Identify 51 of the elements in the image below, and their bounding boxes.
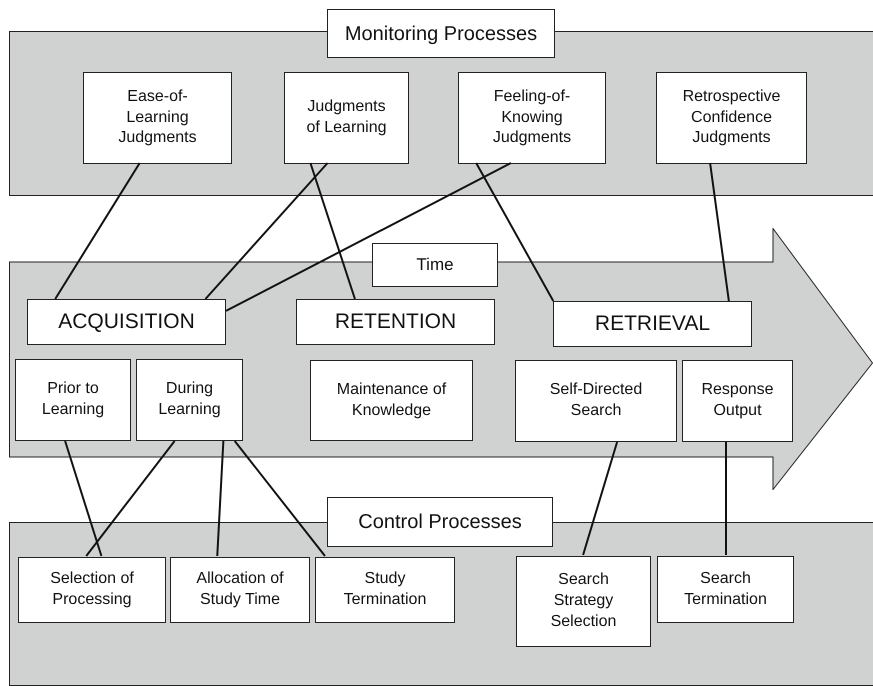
process-box	[15, 359, 131, 441]
box-label: ACQUISITION	[58, 308, 195, 335]
process-box	[657, 556, 794, 623]
box-label: RETENTION	[334, 308, 456, 335]
connector-line	[709, 162, 730, 302]
connector-line	[475, 162, 554, 302]
box-label: Selection of Processing	[49, 569, 135, 610]
connector-line	[64, 440, 102, 556]
stage-box	[553, 301, 752, 347]
process-box	[656, 72, 807, 164]
box-label: Response Output	[700, 380, 775, 421]
connector-line	[582, 442, 618, 556]
box-label: Monitoring Processes	[344, 22, 538, 46]
panel-heading-box	[327, 9, 555, 58]
box-label: Study Termination	[342, 569, 428, 610]
process-box	[284, 72, 409, 164]
process-box	[682, 360, 793, 442]
box-label: Feeling-of-Knowing Judgments	[492, 86, 572, 148]
box-label: Self-Directed Search	[548, 380, 644, 421]
stage-box	[296, 299, 495, 345]
process-box	[136, 359, 243, 441]
connector-line	[216, 440, 224, 556]
box-label: Allocation of Study Time	[195, 569, 285, 610]
process-box	[18, 557, 166, 623]
process-box	[458, 72, 606, 164]
connector-line	[226, 162, 512, 312]
process-box	[315, 557, 455, 623]
box-label: Maintenance of Knowledge	[336, 380, 448, 420]
box-label: Control Processes	[358, 510, 522, 535]
box-label: Search Termination	[683, 568, 768, 610]
connector-line	[204, 162, 328, 300]
connector-line	[725, 442, 727, 555]
connector-line	[309, 162, 356, 300]
box-label: Prior to Learning	[40, 379, 106, 420]
stage-box	[27, 299, 226, 345]
connector-line	[85, 440, 176, 557]
process-box	[515, 360, 677, 442]
box-label: Ease-of-Learning Judgments	[117, 86, 198, 148]
panel-heading-box	[327, 497, 553, 547]
time-arrow-band	[9, 228, 873, 490]
process-box	[310, 360, 473, 441]
box-label: Judgments of Learning	[305, 97, 388, 138]
box-label: Search Strategy Selection	[550, 570, 618, 632]
process-box	[516, 556, 651, 647]
process-box	[83, 72, 232, 164]
connector-line	[54, 162, 141, 300]
box-label: RETRIEVAL	[594, 310, 710, 337]
box-label: Retrospective Confidence Judgments	[682, 86, 782, 148]
band-heading: Time	[372, 243, 498, 287]
box-label: During Learning	[157, 379, 222, 420]
process-box	[170, 557, 310, 623]
